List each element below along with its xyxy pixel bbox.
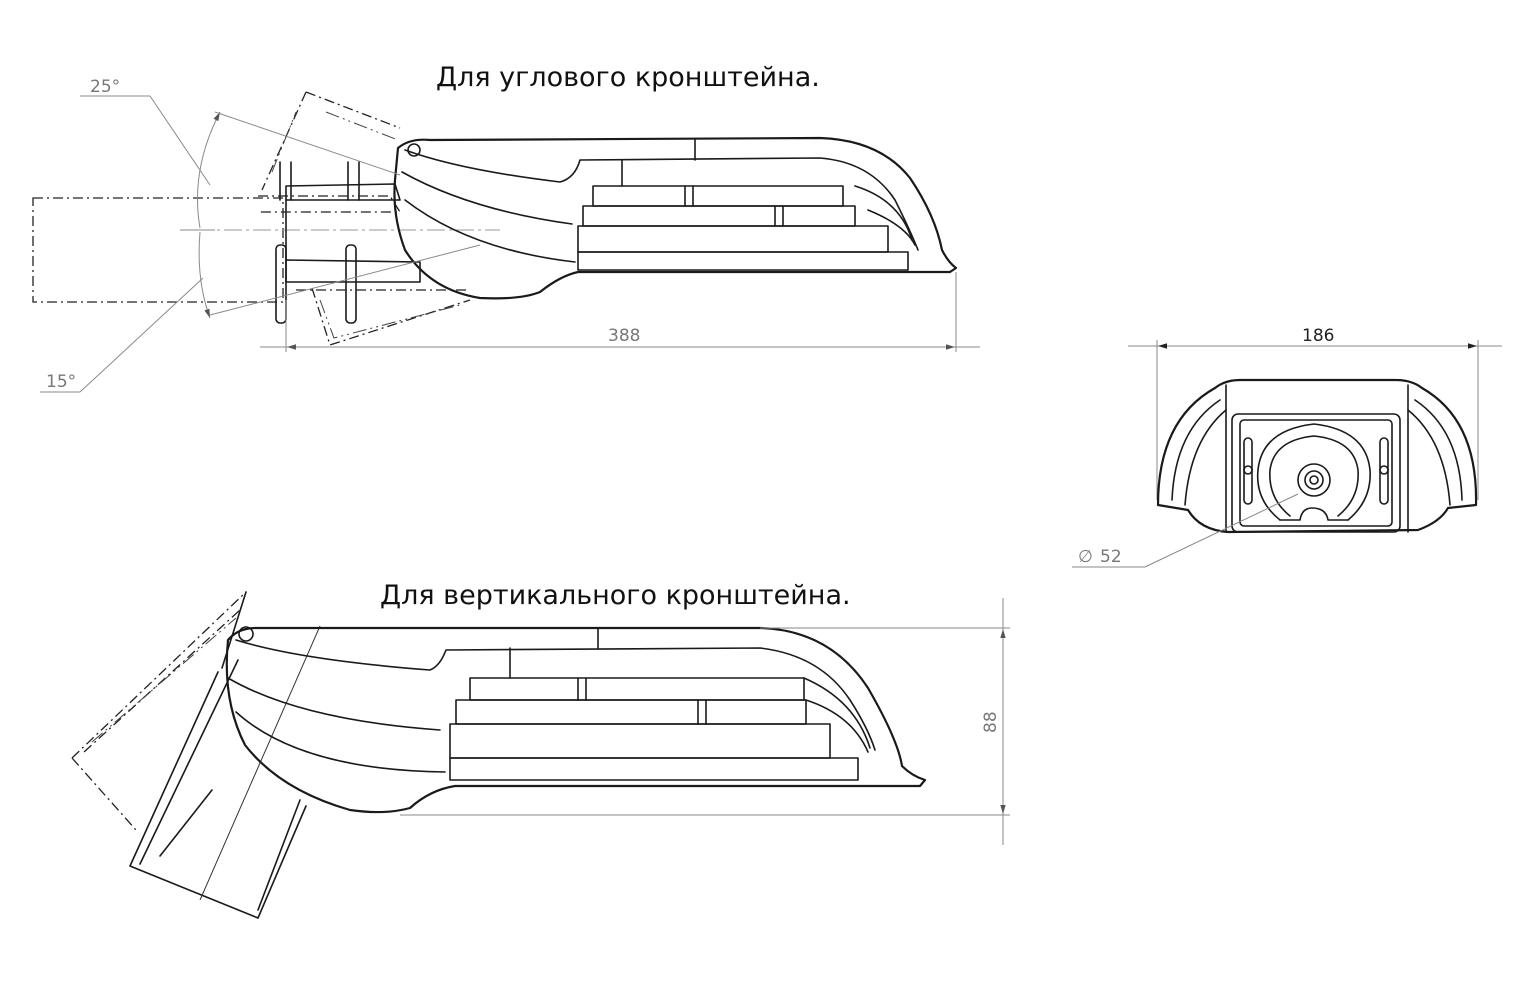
tilt-envelope: [261, 91, 471, 346]
angle-down-label: 15°: [46, 372, 76, 392]
height-dimension: 88: [400, 598, 1010, 845]
angle-dimensions: 25° 15°: [40, 77, 481, 393]
housing-vertical: [225, 626, 927, 814]
length-dimension: 388: [260, 272, 980, 352]
vertical-sleeve: [129, 591, 321, 919]
length-label: 388: [608, 326, 640, 346]
title-angle-bracket: Для углового кронштейна.: [436, 62, 820, 93]
mounting-bracket: [258, 161, 470, 324]
housing: [393, 136, 958, 300]
tilt-envelope-vertical: [71, 591, 247, 831]
title-vertical-bracket: Для вертикального кронштейна.: [380, 580, 851, 611]
pole-clamp: [1256, 423, 1371, 521]
luminaire-side-view-angle: 25° 15° 388: [32, 77, 980, 393]
diameter-label: 52: [1100, 547, 1122, 567]
luminaire-side-view-vertical: 88: [71, 591, 1010, 919]
pole-outline: [32, 197, 284, 303]
angle-up-label: 25°: [90, 77, 120, 97]
height-label: 88: [981, 711, 1001, 733]
mounting-plate: [1231, 413, 1401, 533]
diameter-symbol: ∅: [1078, 547, 1093, 567]
width-label: 186: [1302, 326, 1334, 346]
luminaire-front-view: 186 ∅ 52: [1072, 326, 1502, 568]
front-housing: [1156, 378, 1478, 534]
